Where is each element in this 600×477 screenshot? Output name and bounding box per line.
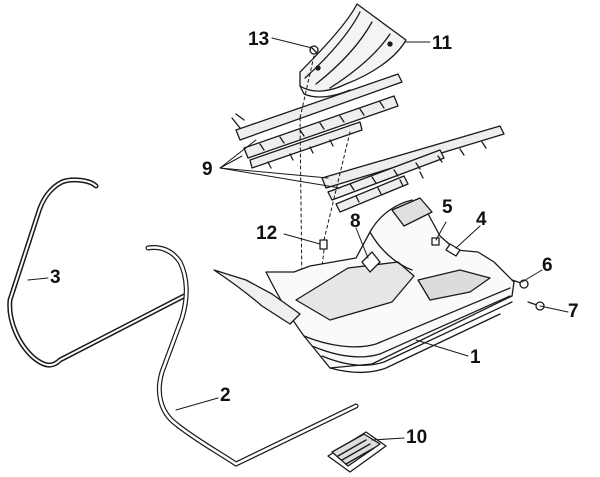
callout-13: 13 — [248, 29, 270, 50]
part-9-rail-lower — [321, 125, 505, 213]
part-1-floor-board — [213, 197, 515, 374]
callout-11: 11 — [432, 33, 453, 54]
part-5-nut — [431, 237, 440, 246]
callout-1: 1 — [470, 347, 481, 368]
part-8-bracket — [361, 251, 381, 273]
part-12-bolt — [319, 239, 328, 250]
part-10-pad — [327, 431, 387, 473]
leader-lines — [27, 37, 569, 441]
callout-8: 8 — [350, 211, 361, 232]
part-13-screw — [309, 45, 319, 55]
callout-2: 2 — [220, 385, 231, 406]
callout-3: 3 — [50, 267, 61, 288]
callout-6: 6 — [542, 255, 553, 276]
part-7-screw — [527, 301, 545, 311]
callout-4: 4 — [476, 209, 487, 230]
callout-9: 9 — [202, 159, 213, 180]
callout-12: 12 — [256, 223, 278, 244]
callout-7: 7 — [568, 301, 579, 322]
callout-10: 10 — [406, 427, 428, 448]
part-2-long-trim — [145, 245, 359, 467]
part-9-rail-upper — [231, 73, 403, 169]
part-11-cover-panel — [299, 3, 407, 98]
part-3-trim-strip — [7, 177, 187, 368]
part-6-screw — [511, 279, 529, 289]
callout-5: 5 — [442, 197, 453, 218]
